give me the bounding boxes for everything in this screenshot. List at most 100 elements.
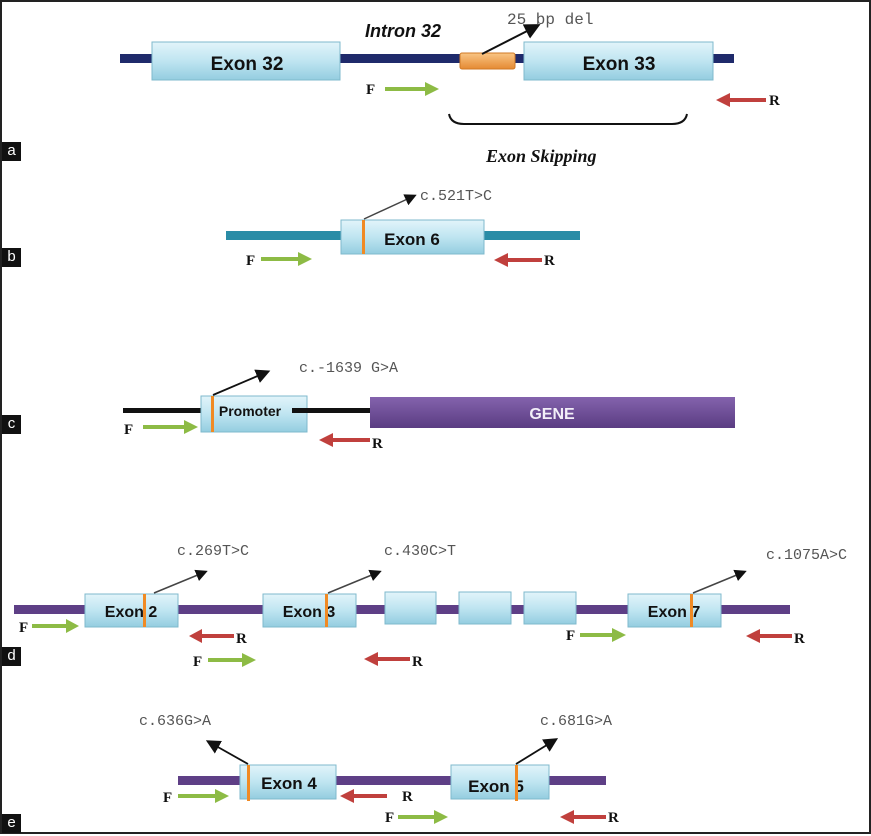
mutation-pointer-arrow	[692, 569, 747, 594]
primer-label: R	[372, 436, 383, 452]
mutation-pointer-arrow	[205, 740, 249, 765]
deletion-pointer-arrow	[481, 24, 541, 55]
forward-arrow-icon	[434, 810, 448, 824]
mutation-mark	[143, 594, 146, 627]
forward-primer: F	[163, 789, 229, 806]
reverse-arrow-icon	[364, 652, 378, 666]
exon-box: Exon 5	[450, 764, 550, 800]
deletion-block	[459, 52, 516, 70]
gene-block: GENE	[370, 397, 735, 428]
exon-label: Exon 7	[648, 604, 701, 621]
forward-primer: F	[385, 810, 448, 826]
exon-box: Exon 7	[627, 593, 722, 628]
mutation-mark	[247, 765, 250, 801]
exon-box: Exon 4	[239, 764, 337, 800]
panel-tag-d: d	[2, 647, 21, 666]
primer-label: R	[794, 631, 805, 647]
primer-label: F	[366, 82, 375, 98]
primer-label: R	[544, 253, 555, 269]
reverse-arrow-icon	[340, 789, 354, 803]
mutation-mark	[515, 765, 518, 801]
panel-e: Exon 4 Exon 5 c.636G>A c.681G>A F R F	[139, 713, 619, 826]
mutation-label: c.269T>C	[177, 543, 249, 560]
exon-box: Exon 32	[151, 41, 341, 81]
exon-skipping-label: Exon Skipping	[485, 146, 597, 166]
dna-strand	[120, 54, 734, 63]
mutation-pointer-arrow	[212, 369, 271, 396]
exon-box: Exon 33	[523, 41, 714, 81]
reverse-primer: R	[746, 629, 805, 647]
exon-box	[523, 591, 577, 625]
forward-arrow-icon	[184, 420, 198, 434]
reverse-primer: R	[716, 93, 780, 109]
forward-primer: F	[566, 628, 626, 644]
gene-label: GENE	[529, 406, 575, 423]
primer-label: R	[412, 654, 423, 670]
exon-label: Exon 2	[105, 604, 158, 621]
mutation-pointer-arrow	[153, 569, 208, 594]
forward-primer: F	[124, 420, 198, 438]
mutation-mark	[362, 220, 365, 254]
forward-arrow-icon	[215, 789, 229, 803]
panel-tag-b: b	[2, 248, 21, 267]
forward-arrow-icon	[242, 653, 256, 667]
exon-label: Exon 33	[583, 54, 656, 75]
primer-label: F	[163, 790, 172, 806]
mutation-label: c.-1639 G>A	[299, 360, 398, 377]
primer-label: F	[19, 620, 28, 636]
primer-label: F	[385, 810, 394, 826]
forward-arrow-icon	[298, 252, 312, 266]
reverse-primer: R	[364, 652, 423, 670]
panel-b: Exon 6 c.521T>C F R	[226, 188, 580, 269]
mutation-mark	[325, 594, 328, 627]
mutation-pointer-arrow	[363, 194, 417, 220]
reverse-arrow-icon	[494, 253, 508, 267]
mutation-pointer-arrow	[327, 569, 382, 594]
exon-label: Exon 6	[384, 230, 440, 249]
mutation-label: c.636G>A	[139, 713, 211, 730]
primer-label: R	[402, 789, 413, 805]
reverse-arrow-icon	[716, 93, 730, 107]
mutation-mark	[211, 396, 214, 432]
mutation-mark	[690, 594, 693, 627]
exon-skipping-bracket	[448, 113, 688, 125]
exon-label: Exon 3	[283, 604, 336, 621]
mutation-pointer-arrow	[515, 738, 559, 765]
exon-label: Exon 5	[468, 777, 524, 796]
forward-primer: F	[366, 82, 439, 98]
panel-a: Exon 32 Exon 33 Intron 32 25 bp del F R …	[120, 11, 780, 166]
primer-label: F	[124, 422, 133, 438]
forward-primer: F	[193, 653, 256, 670]
forward-arrow-icon	[66, 619, 79, 633]
mutation-label: c.681G>A	[540, 713, 612, 730]
exon-label: Exon 32	[211, 54, 284, 75]
intron-label: Intron 32	[365, 21, 441, 41]
panel-tag-e: e	[2, 814, 21, 833]
reverse-arrow-icon	[560, 810, 574, 824]
panel-d: Exon 2 Exon 3 Exon 7 c.269T>C c.430C>T c…	[14, 543, 847, 670]
reverse-primer: R	[189, 629, 247, 647]
reverse-primer: R	[319, 433, 383, 452]
mutation-label: c.430C>T	[384, 543, 456, 560]
reverse-primer: R	[340, 789, 413, 805]
panel-tag-a: a	[2, 142, 21, 161]
forward-arrow-icon	[612, 628, 626, 642]
panel-tag-c: c	[2, 415, 21, 434]
primer-label: F	[566, 628, 575, 644]
panel-c: Promoter GENE c.-1639 G>A F R	[123, 360, 735, 452]
promoter-box: Promoter	[200, 395, 308, 433]
reverse-primer: R	[494, 253, 555, 269]
dna-strand	[292, 408, 373, 413]
primer-label: R	[608, 810, 619, 826]
exon-box: Exon 2	[84, 593, 179, 628]
exon-box: Exon 3	[262, 593, 357, 628]
primer-label: F	[246, 253, 255, 269]
deletion-label: 25 bp del	[507, 11, 593, 29]
forward-arrow-icon	[425, 82, 439, 96]
reverse-arrow-icon	[319, 433, 333, 447]
mutation-label: c.521T>C	[420, 188, 492, 205]
mutation-label: c.1075A>C	[766, 547, 847, 564]
exon-box	[384, 591, 437, 625]
